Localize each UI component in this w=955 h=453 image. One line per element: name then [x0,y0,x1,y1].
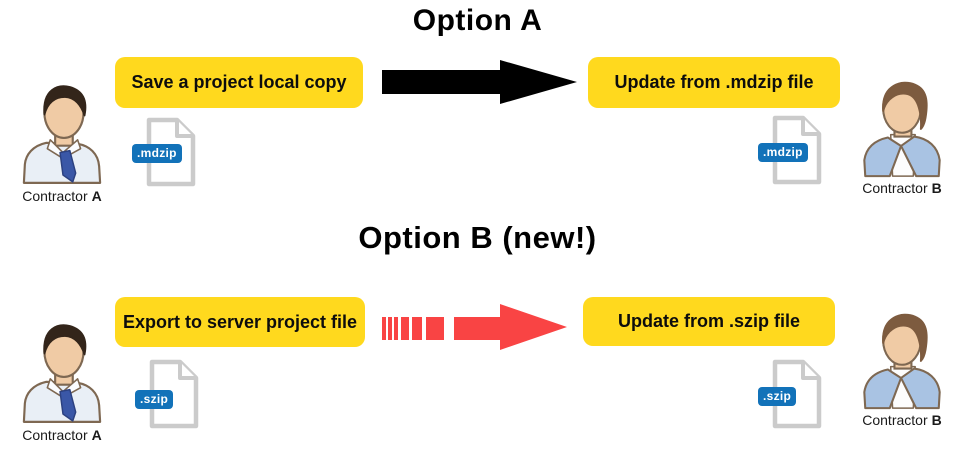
person-tie-icon [22,324,102,423]
document-icon [772,115,822,185]
mdzip-file-icon-right: .mdzip [756,113,822,187]
option-b-right-box: Update from .szip file [583,297,835,346]
option-a-title: Option A [412,4,543,37]
option-b-title: Option B (new!) [358,220,597,255]
file-type-badge: .szip [135,390,174,409]
option-a-left-box: Save a project local copy [115,57,363,108]
dashed-arrow-icon [382,304,567,350]
szip-file-icon-right: .szip [756,357,822,431]
file-type-badge: .mdzip [132,144,182,163]
mdzip-file-icon-left: .mdzip [130,115,196,189]
person-tie-icon [22,85,102,184]
option-a-right-box: Update from .mdzip file [588,57,840,108]
person-jacket-icon [863,81,941,178]
person-jacket-icon [863,313,941,410]
document-icon [149,359,199,429]
file-type-badge: .mdzip [758,143,808,162]
file-type-badge: .szip [758,387,797,406]
option-b-left-box: Export to server project file [115,297,365,347]
solid-arrow-icon [382,60,577,104]
szip-file-icon-left: .szip [133,357,199,431]
document-icon [772,359,822,429]
